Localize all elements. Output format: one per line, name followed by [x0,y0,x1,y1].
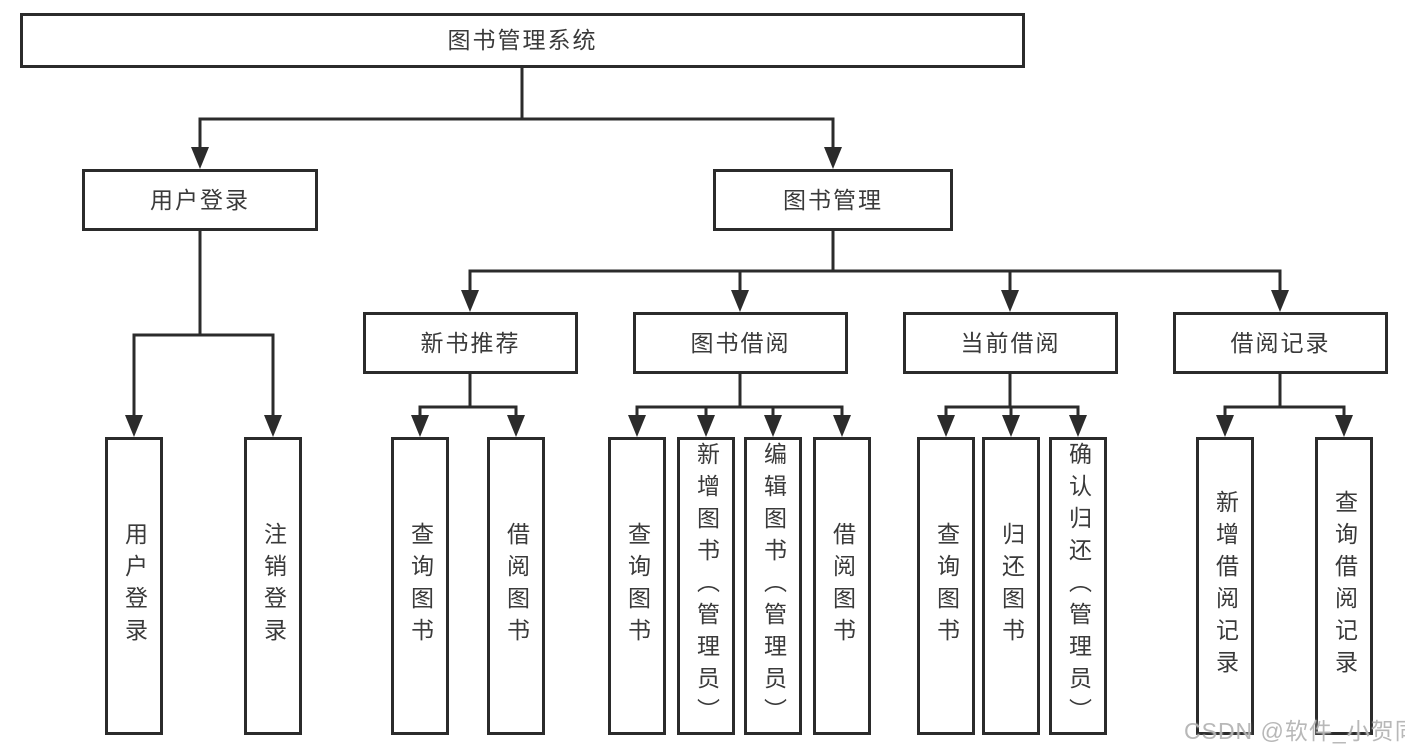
leaf-borrow-query-books: 查询图书 [608,437,666,735]
leaf-record-query-borrow-record: 查询借阅记录 [1315,437,1373,735]
watermark: CSDN @软件_小贺同学 [1184,718,1405,744]
connector-book-borrow-branch [635,374,844,418]
arrow-down-icon [1002,415,1020,437]
node-user-login: 用户登录 [82,169,318,231]
leaf-borrow-add-books-admin: 新增图书（管理员） [677,437,735,735]
node-book-management: 图书管理 [713,169,953,231]
arrow-down-icon [628,415,646,437]
connector-root-to-level2 [198,68,835,150]
connector-book-management-branch [468,231,1282,293]
connector-new-book-branch [418,374,518,418]
arrow-down-icon [191,147,209,169]
leaf-newbook-borrow-books: 借阅图书 [487,437,545,735]
arrow-down-icon [411,415,429,437]
node-current-borrow: 当前借阅 [903,312,1118,374]
arrow-down-icon [1216,415,1234,437]
node-book-borrow: 图书借阅 [633,312,848,374]
leaf-current-confirm-return-admin: 确认归还（管理员） [1049,437,1107,735]
arrow-down-icon [1069,415,1087,437]
leaf-logout: 注销登录 [244,437,302,735]
arrow-down-icon [937,415,955,437]
arrow-down-icon [507,415,525,437]
connector-current-borrow-branch [944,374,1080,418]
leaf-record-add-borrow-record: 新增借阅记录 [1196,437,1254,735]
arrow-down-icon [1001,290,1019,312]
node-root: 图书管理系统 [20,13,1025,68]
arrow-down-icon [461,290,479,312]
arrow-down-icon [833,415,851,437]
arrow-down-icon [764,415,782,437]
arrow-down-icon [1335,415,1353,437]
leaf-newbook-query-books: 查询图书 [391,437,449,735]
arrow-down-icon [1271,290,1289,312]
leaf-current-query-books: 查询图书 [917,437,975,735]
connector-user-login-branch [132,231,275,418]
leaf-borrow-borrow-books: 借阅图书 [813,437,871,735]
node-borrow-record: 借阅记录 [1173,312,1388,374]
connector-borrow-record-branch [1223,374,1346,418]
arrow-down-icon [125,415,143,437]
arrowheads [125,147,1353,437]
arrow-down-icon [731,290,749,312]
leaf-current-return-books: 归还图书 [982,437,1040,735]
node-new-book-recommend: 新书推荐 [363,312,578,374]
arrow-down-icon [824,147,842,169]
leaf-user-login: 用户登录 [105,437,163,735]
arrow-down-icon [264,415,282,437]
leaf-borrow-edit-books-admin: 编辑图书（管理员） [744,437,802,735]
arrow-down-icon [697,415,715,437]
